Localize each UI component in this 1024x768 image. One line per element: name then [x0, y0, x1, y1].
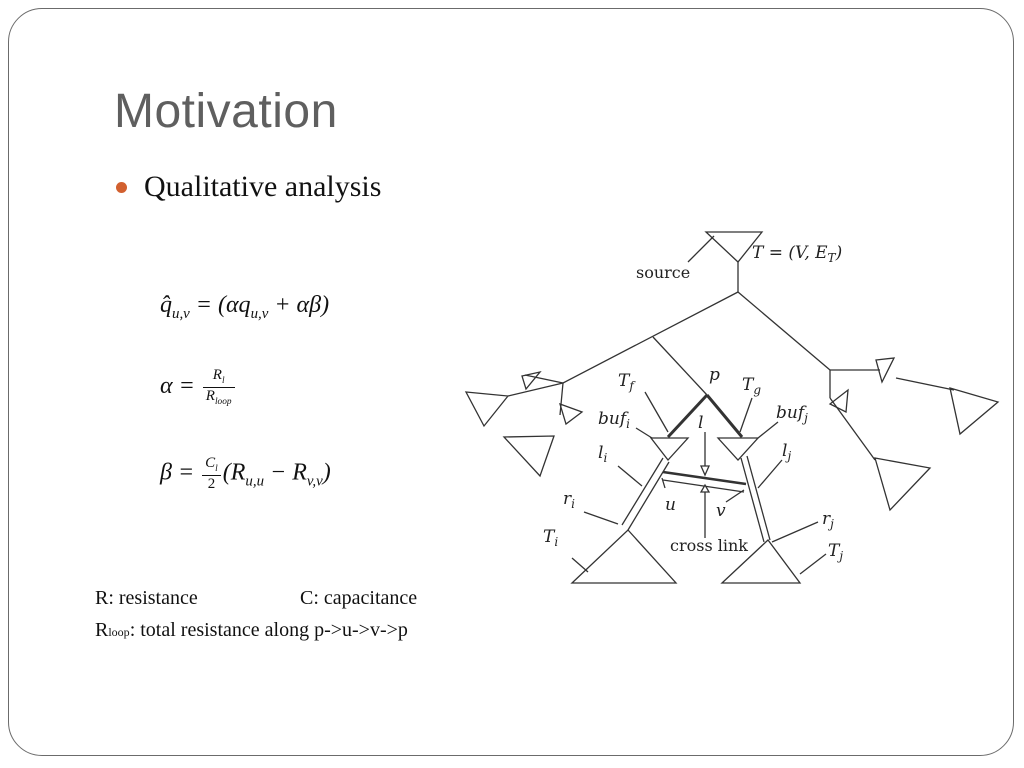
- legend-resistance: R: resistance: [95, 587, 198, 609]
- bufj-pointer: [757, 421, 779, 439]
- source-triangle: [704, 231, 764, 263]
- left-stub: [524, 374, 564, 384]
- u-pointer: [661, 477, 666, 489]
- cross-link-bottom: [662, 479, 745, 493]
- p-label: p: [709, 365, 720, 385]
- lj-label: lj: [782, 441, 791, 463]
- q-hat-symbol: q̂: [160, 292, 172, 318]
- alpha-numerator-sub: l: [221, 376, 225, 386]
- wire-i-a: [621, 457, 664, 526]
- rloop-text: : total resistance along p->u->v->p: [129, 619, 408, 641]
- cross-link-label: cross link: [670, 536, 748, 555]
- beta-rest2: − R: [264, 459, 307, 486]
- alpha-lhs: α =: [160, 373, 201, 399]
- li-label: li: [598, 443, 607, 465]
- source-arrow: [687, 235, 715, 263]
- l-arrowhead: [699, 465, 711, 477]
- v-pointer: [725, 489, 745, 503]
- wire-p-left: [666, 393, 709, 439]
- subtree-ti: [570, 529, 678, 584]
- slide-frame: [8, 8, 1014, 756]
- legend-capacitance: C: capacitance: [300, 587, 418, 609]
- beta-numerator-sub: l: [215, 464, 218, 474]
- mid-branch: [652, 336, 708, 396]
- tf-pointer: [644, 391, 669, 433]
- beta-lhs: β =: [160, 459, 201, 486]
- right-leaf-triangle: [949, 387, 1000, 436]
- wire-j-a: [740, 457, 765, 543]
- q-hat-eq: = (αq: [189, 292, 251, 318]
- left-lower-triangle: [502, 435, 555, 478]
- rj-pointer: [771, 521, 819, 543]
- cross-link-arrowhead: [699, 483, 711, 493]
- lj-pointer: [757, 459, 783, 489]
- buf-j-triangle: [716, 437, 760, 461]
- subtree-tj: [720, 539, 802, 584]
- left-leaf-wire: [507, 382, 564, 397]
- li-pointer: [617, 465, 643, 487]
- ri-label: ri: [563, 489, 575, 511]
- rloop-prefix: R: [95, 619, 109, 641]
- legend-rloop: Rloop: total resistance along p->u->v->p: [95, 619, 408, 642]
- l-label: l: [698, 413, 703, 433]
- q-subscript: u,v: [250, 305, 269, 322]
- bufi-label: bufi: [598, 409, 630, 431]
- tg-label: Tg: [742, 375, 761, 397]
- alpha-denominator-sub: loop: [214, 396, 232, 407]
- beta-denominator: 2: [207, 475, 216, 492]
- cross-link-top: [662, 470, 747, 486]
- tg-pointer: [739, 397, 753, 433]
- bullet-dot: [116, 182, 127, 193]
- rj-label: rj: [822, 509, 834, 531]
- left-branch: [562, 291, 739, 384]
- bufj-label: bufj: [776, 403, 808, 425]
- right-lower-wire: [829, 397, 876, 461]
- ri-pointer: [583, 511, 619, 525]
- v-label: v: [716, 501, 726, 521]
- beta-sub2: v,v: [306, 473, 323, 490]
- buf-i-triangle: [649, 437, 690, 462]
- tj-label: Tj: [828, 541, 843, 563]
- wire-i-b: [627, 461, 670, 531]
- alpha-numerator: R: [212, 367, 222, 383]
- beta-sub1: u,u: [245, 473, 265, 490]
- rloop-sub: loop: [108, 625, 130, 639]
- ti-label: Ti: [543, 527, 558, 549]
- right-branch: [737, 291, 831, 371]
- q-hat-rest: + αβ): [268, 292, 330, 318]
- source-label: source: [636, 263, 690, 282]
- tj-pointer: [799, 553, 827, 575]
- right-buffer-1: [875, 357, 896, 384]
- bullet-text: Qualitative analysis: [144, 170, 382, 203]
- left-buffer-1: [521, 370, 542, 391]
- ti-pointer: [571, 557, 589, 573]
- tf-label: Tf: [618, 371, 636, 393]
- wire-p-right: [705, 394, 744, 438]
- u-label: u: [665, 495, 676, 515]
- q-hat-subscript: u,v: [172, 305, 190, 322]
- clock-tree-diagram: source T = (V, ET) Tf p Tg bufi l bufj l…: [464, 231, 1000, 584]
- tree-label: T = (V, ET): [752, 243, 842, 265]
- beta-rest1: (R: [222, 459, 246, 486]
- alpha-denominator: R: [205, 387, 215, 404]
- beta-numerator: C: [205, 455, 216, 471]
- right-leaf-wire: [895, 377, 955, 391]
- equation-q-hat: q̂u,v = (αqu,v + αβ): [160, 292, 329, 323]
- wire-j-b: [746, 455, 771, 541]
- slide-title: Motivation: [114, 85, 338, 138]
- bufi-pointer: [635, 427, 653, 439]
- right-lower-triangle: [874, 457, 932, 512]
- left-buffer-2: [559, 402, 584, 426]
- left-leaf-triangle: [464, 391, 510, 428]
- left-stub-2: [559, 382, 564, 416]
- beta-rest3: ): [322, 459, 331, 486]
